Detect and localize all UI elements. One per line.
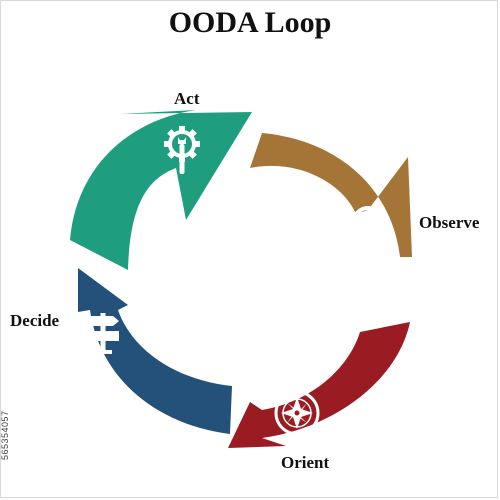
observe-arrow (250, 133, 412, 257)
gear-wrench-icon (164, 126, 200, 174)
decide-arrow (78, 268, 232, 434)
magnifier-person-icon (352, 206, 393, 247)
stock-id-watermark: 565354057 (0, 410, 10, 460)
stage-label-observe: Observe (419, 213, 480, 232)
diagram-title: OODA Loop (168, 6, 332, 39)
act-arrow (70, 110, 252, 270)
stage-label-decide: Decide (10, 311, 60, 330)
stage-label-act: Act (174, 89, 200, 108)
orient-arrow (228, 322, 410, 448)
compass-icon (274, 390, 320, 436)
stage-label-orient: Orient (281, 453, 330, 472)
signpost-icon (87, 313, 119, 354)
